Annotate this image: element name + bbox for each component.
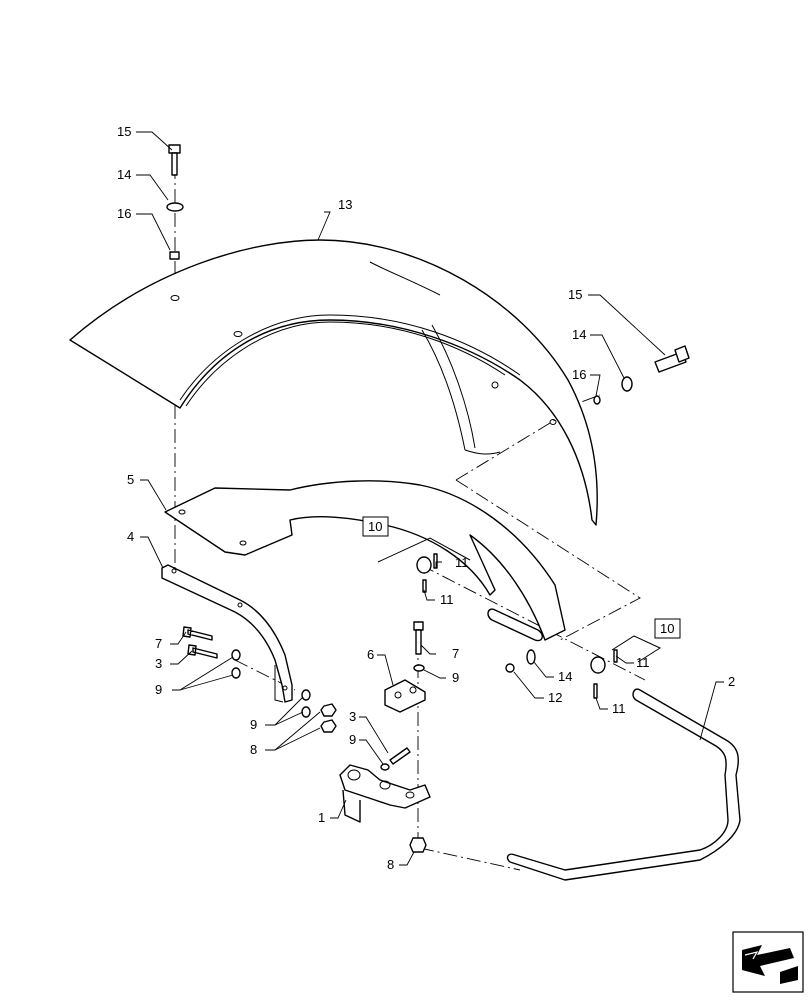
nut-8-right-b: [320, 719, 337, 733]
bracket-plate-part-6: [384, 679, 426, 713]
callout-16-right: 16: [572, 367, 586, 382]
washer-9-right-b: [301, 706, 311, 718]
screw-11-right-a: [613, 649, 618, 663]
callout-2: 2: [728, 674, 735, 689]
callout-9-right: 9: [250, 717, 257, 732]
callout-6: 6: [367, 647, 374, 662]
reference-panel-right: [611, 635, 662, 663]
ref-box-10-upper: [362, 516, 389, 537]
callout-14-middle: 14: [558, 669, 572, 684]
screw-11-upper-a: [433, 553, 438, 569]
bolt-7-left: [182, 626, 213, 641]
callout-9-lower: 9: [349, 732, 356, 747]
bolt-7-vertical: [413, 621, 424, 655]
callout-1: 1: [318, 810, 325, 825]
hardware-set: [166, 144, 690, 853]
nut-12: [505, 663, 515, 673]
callout-7-center: 7: [452, 646, 459, 661]
callout-3-lower: 3: [349, 709, 356, 724]
callout-15-right: 15: [568, 287, 582, 302]
callout-15-top: 15: [117, 124, 131, 139]
callout-9-left: 9: [155, 682, 162, 697]
bolt-15-top: [168, 144, 181, 176]
washer-9-right-a: [301, 689, 311, 701]
callouts: 15 14 16 13 15 14 16 5 4 10 11 11 7 3 9 …: [117, 124, 735, 872]
bushing-upper: [416, 556, 432, 574]
callout-10-right: 10: [660, 621, 674, 636]
washer-9-left-b: [231, 667, 241, 679]
leader-lines: [136, 131, 724, 866]
callout-14-top: 14: [117, 167, 131, 182]
screw-11-right-b: [593, 683, 598, 699]
base-bracket-part-1: [339, 764, 431, 823]
callout-11-a: 11: [455, 555, 469, 570]
callout-12: 12: [548, 690, 562, 705]
mounting-arm-part-4: [161, 564, 293, 703]
fender-part-13: [69, 239, 598, 526]
callout-11-d: 11: [612, 701, 626, 716]
bolt-3-left: [187, 644, 218, 659]
support-rod-part-2: [506, 688, 741, 881]
washer-9-left-a: [231, 649, 241, 661]
callout-16-top: 16: [117, 206, 131, 221]
washer-9-center: [413, 664, 425, 672]
callout-5: 5: [127, 472, 134, 487]
callout-8-right: 8: [250, 742, 257, 757]
callout-13: 13: [338, 197, 352, 212]
reference-panel-upper: [377, 537, 471, 563]
ref-box-10-right: [654, 618, 681, 639]
bolt-15-right: [654, 345, 690, 373]
washer-9-lower: [380, 763, 390, 771]
callout-7-left: 7: [155, 636, 162, 651]
nut-8-right-a: [320, 703, 337, 717]
callout-11-c: 11: [636, 655, 650, 670]
nut-8-bottom: [409, 837, 427, 853]
callout-9-center: 9: [452, 670, 459, 685]
bolt-3-lower: [389, 747, 411, 765]
bushing-right: [590, 656, 606, 674]
callout-11-b: 11: [440, 592, 454, 607]
callout-4: 4: [127, 529, 134, 544]
spacer-tube: [487, 608, 543, 642]
washer-14-middle: [526, 649, 536, 665]
callout-8-bottom: 8: [387, 857, 394, 872]
washer-14-top: [166, 202, 184, 212]
callout-3-left: 3: [155, 656, 162, 671]
spacer-16-right: [593, 395, 601, 405]
callout-10-upper: 10: [368, 519, 382, 534]
spacer-16-top: [169, 251, 180, 260]
washer-14-right: [621, 376, 633, 392]
callout-14-right: 14: [572, 327, 586, 342]
screw-11-upper-b: [422, 579, 427, 593]
navigation-arrow-icon[interactable]: [732, 931, 804, 993]
